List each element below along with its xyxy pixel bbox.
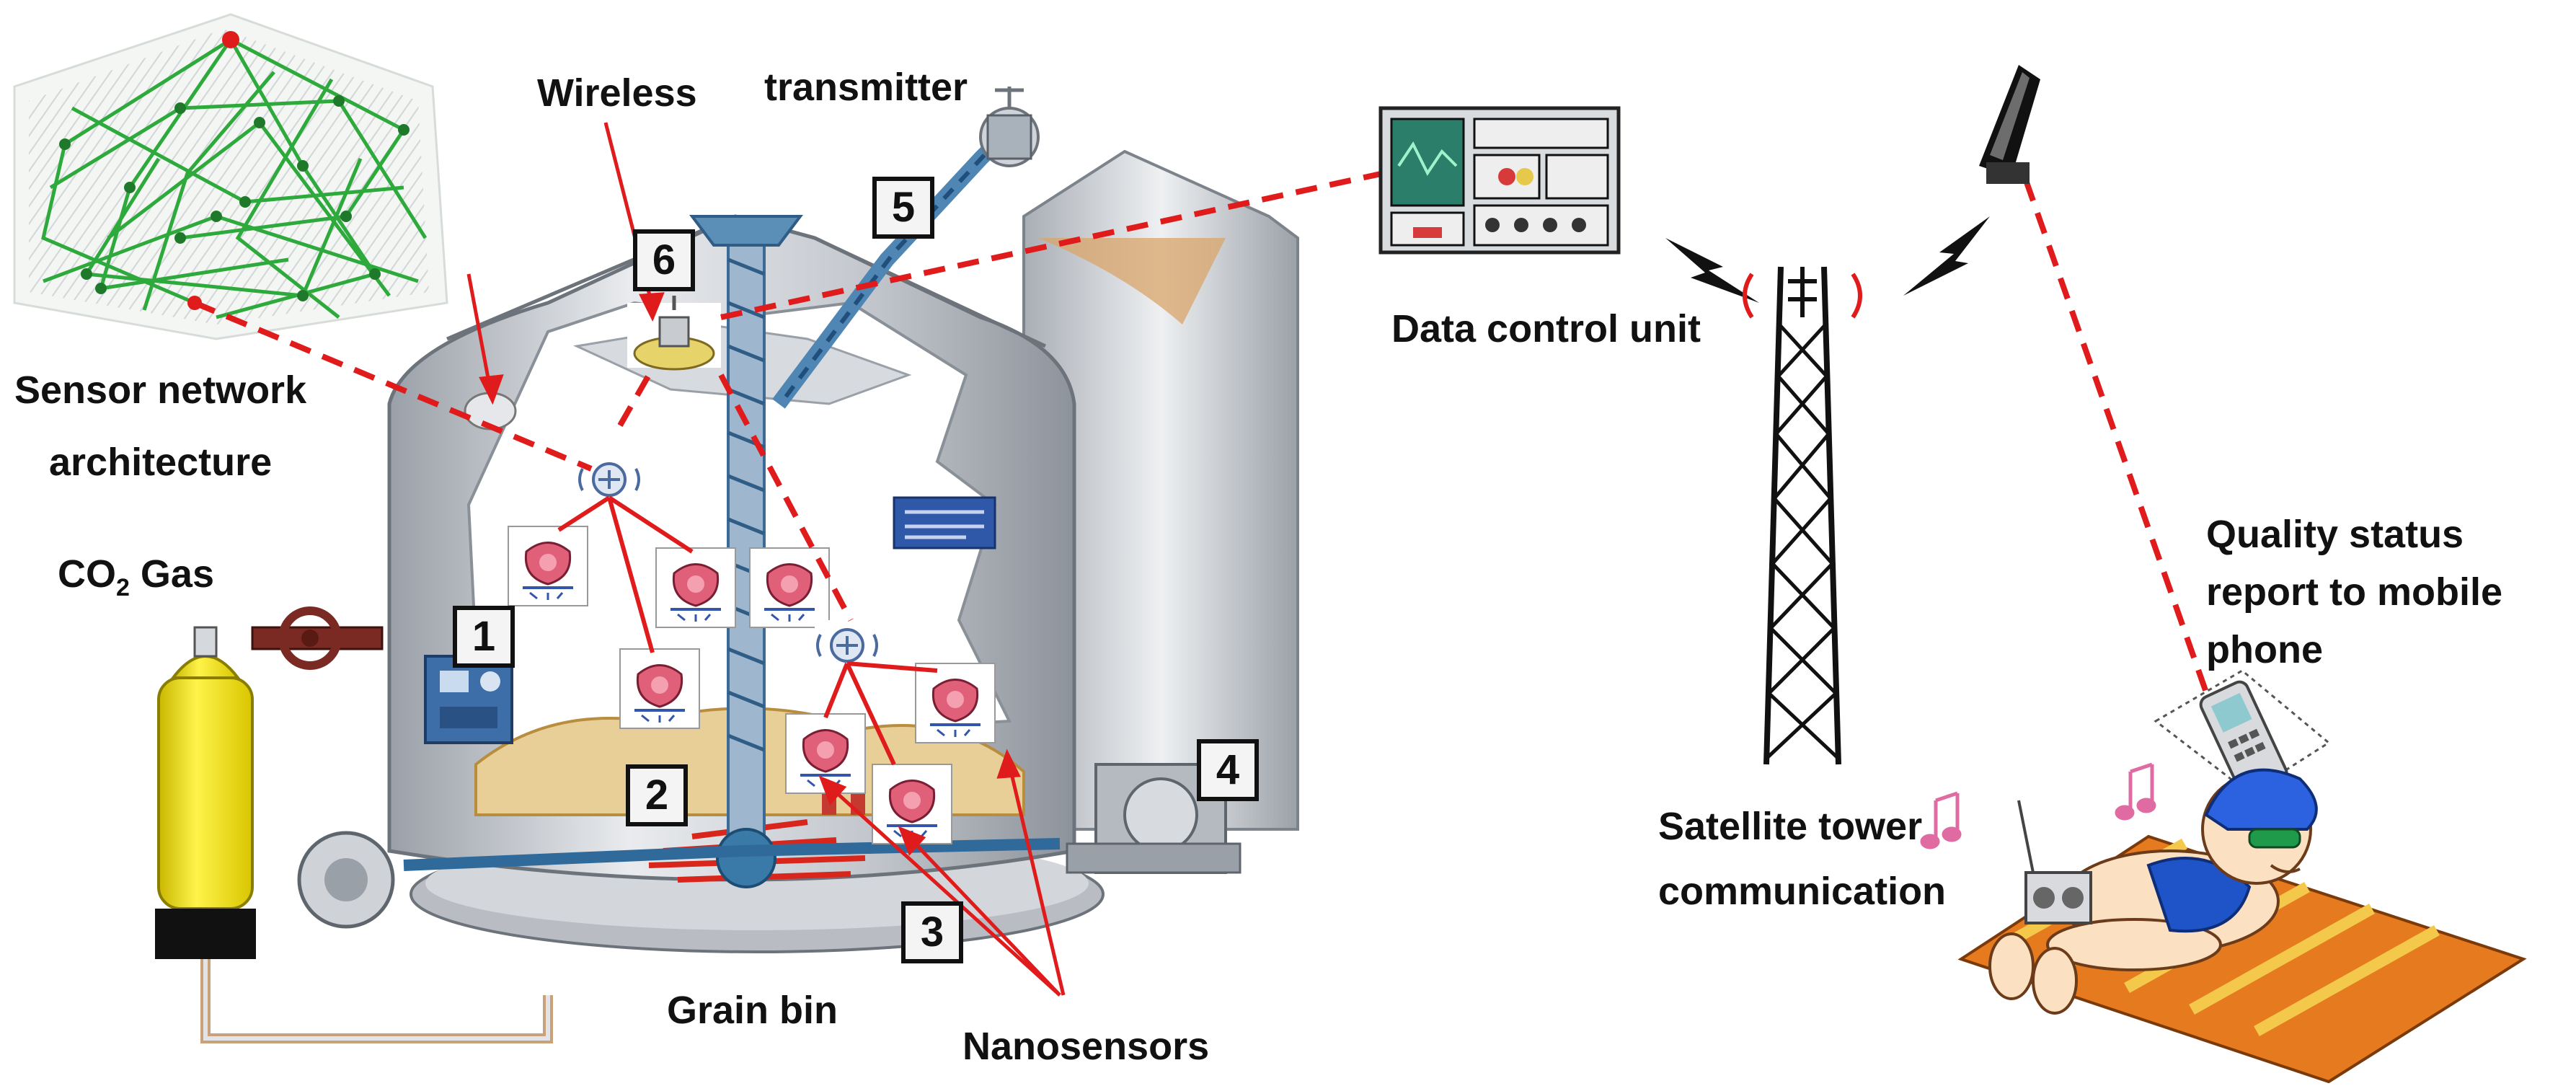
marker-5: 5 [872, 177, 934, 239]
data-control-panel-icon [1378, 106, 1621, 255]
satellite-tower-label-line2: communication [1658, 870, 1947, 913]
co2-gas-label-subscript: 2 [116, 573, 130, 601]
nanosensor-icon [655, 547, 737, 629]
antenna-icon [1979, 65, 2040, 184]
grain-silo-icon [297, 87, 1299, 953]
transmitter-label: transmitter [764, 66, 968, 109]
sensor-network-label-line2: architecture [49, 441, 273, 484]
marker-6: 6 [633, 229, 695, 291]
wireless-gauge-icon [627, 296, 721, 371]
marker-2: 2 [626, 764, 688, 826]
sensor-network-diagram-icon [13, 13, 448, 340]
co2-gas-label-main: CO [58, 552, 116, 596]
nanosensors-label: Nanosensors [962, 1025, 1210, 1068]
quality-status-label-line3: phone [2206, 628, 2323, 671]
co2-cylinder-icon [155, 606, 553, 1043]
nanosensor-icon [619, 648, 701, 730]
sensor-links [557, 495, 938, 766]
marker-1: 1 [453, 606, 515, 668]
sunbather-icon [1920, 762, 2527, 1084]
wireless-links [193, 170, 2209, 694]
wireless-label: Wireless [537, 71, 697, 115]
wireless-node-icon [575, 453, 643, 506]
marker-4: 4 [1197, 739, 1259, 801]
data-control-unit-label: Data control unit [1391, 307, 1701, 350]
quality-status-label-line1: Quality status [2206, 513, 2464, 556]
signal-bolts [1665, 216, 1990, 303]
co2-gas-label-rest: Gas [129, 552, 214, 596]
transmission-tower-icon [1743, 266, 1862, 765]
grain-bin-label: Grain bin [667, 989, 838, 1032]
wireless-node-icon [813, 619, 881, 672]
satellite-tower-label-line1: Satellite tower [1658, 805, 1923, 848]
control-panel-box-icon [424, 655, 513, 744]
quality-status-label-line2: report to mobile [2206, 570, 2503, 614]
nanosensor-icon [914, 662, 996, 744]
co2-gas-label: CO2 Gas [58, 552, 214, 602]
sensor-network-label-line1: Sensor network [14, 368, 307, 412]
nanosensor-icon [507, 525, 589, 607]
transmitter-icon [979, 87, 1040, 167]
marker-3: 3 [901, 901, 963, 963]
